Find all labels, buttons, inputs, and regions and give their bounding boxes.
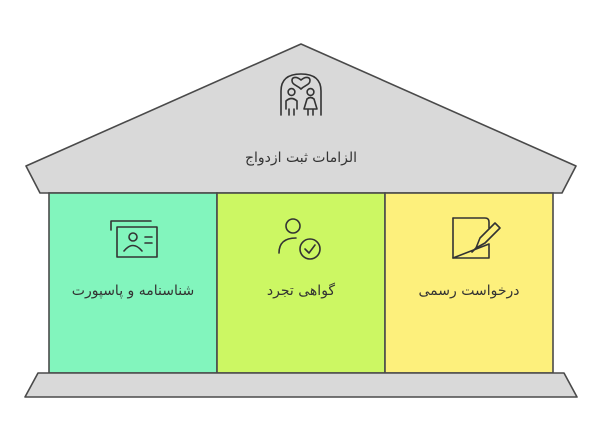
pillar-label: گواهی تجرد [267, 282, 336, 299]
user-check-icon [278, 218, 321, 260]
pillar-id-passport: شناسنامه و پاسپورت [48, 192, 218, 374]
base-platform [24, 372, 578, 398]
pillar-label: درخواست رسمی [419, 283, 520, 299]
pillar-box [216, 192, 386, 374]
pillar-label: شناسنامه و پاسپورت [72, 283, 194, 299]
couple-heart-icon [280, 73, 322, 116]
document-pen-icon [452, 217, 501, 259]
roof: الزامات ثبت ازدواج [25, 43, 577, 194]
roof-shape [25, 43, 577, 194]
pillar-box [48, 192, 218, 374]
pillar-formal-request: درخواست رسمی [384, 192, 554, 374]
pillar-box [384, 192, 554, 374]
roof-title: الزامات ثبت ازدواج [245, 150, 357, 166]
id-card-icon [110, 220, 158, 258]
pillar-single-certificate: گواهی تجرد [216, 192, 386, 374]
